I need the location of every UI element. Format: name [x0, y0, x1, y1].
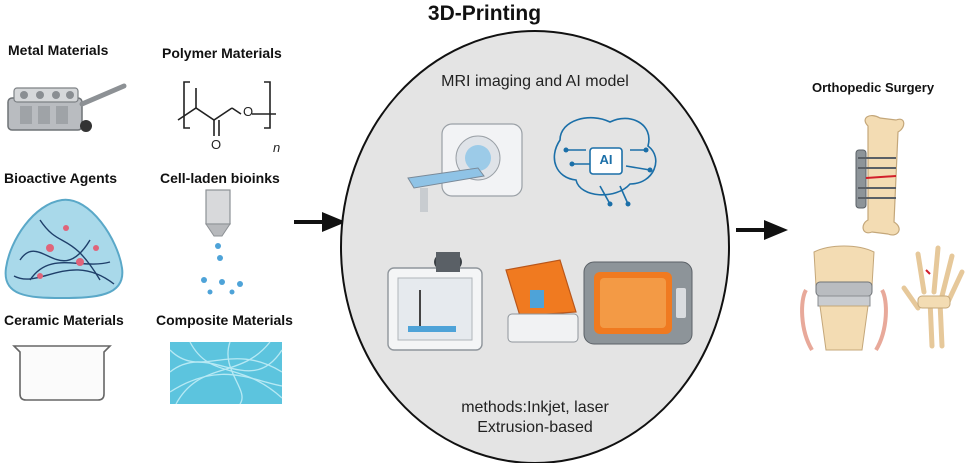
orthopedic-surgery-label: Orthopedic Surgery [812, 80, 935, 95]
ceramic-materials-label: Ceramic Materials [4, 312, 124, 328]
polymer-materials-label: Polymer Materials [162, 45, 282, 61]
metal-materials-label: Metal Materials [8, 42, 109, 58]
diagram-title: 3D-Printing [427, 2, 542, 25]
ai-chip-label: AI [599, 152, 613, 167]
cell-laden-bioinks-label: Cell-laden bioinks [160, 170, 280, 186]
bioactive-agents-label: Bioactive Agents [4, 170, 118, 186]
mri-ai-text: MRI imaging and AI model [441, 73, 629, 90]
polymer-subscript-n: n [273, 140, 281, 155]
methods-text-line1: methods:Inkjet, laser [461, 399, 609, 416]
composite-materials-label: Composite Materials [156, 312, 293, 328]
methods-text-line2: Extrusion-based [477, 419, 593, 436]
polymer-carbonyl-oxygen-label: O [211, 137, 222, 152]
polymer-oxygen-label: O [243, 104, 254, 119]
